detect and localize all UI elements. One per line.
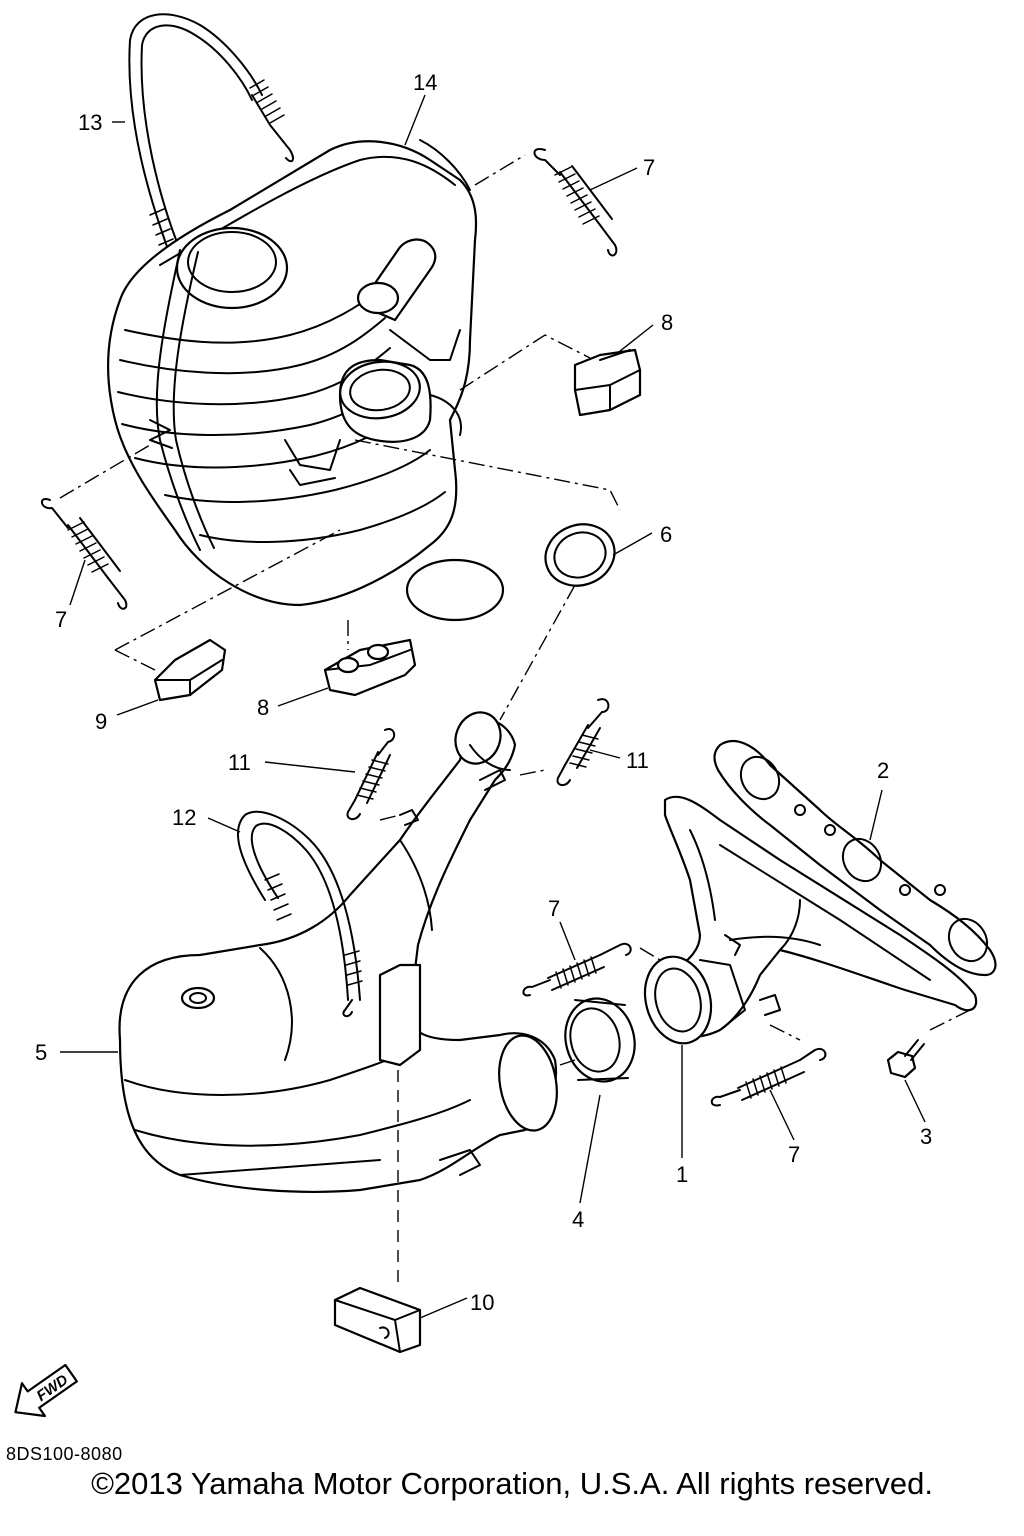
part-7-spring-lower-middle	[522, 942, 632, 997]
part-3-bolt	[886, 1039, 925, 1079]
part-13-strap	[128, 13, 294, 256]
leader-lines	[60, 94, 926, 1319]
assembly-lines	[59, 154, 971, 1290]
callout-4: 4	[572, 1207, 584, 1232]
part-11-spring-left	[346, 728, 419, 826]
callout-11-right: 11	[626, 748, 649, 773]
part-8-pad-right	[573, 348, 642, 417]
copyright-notice: ©2013 Yamaha Motor Corporation, U.S.A. A…	[91, 1466, 933, 1501]
callout-13: 13	[78, 110, 102, 135]
callout-7-lower-middle: 7	[548, 896, 560, 921]
callout-11-left: 11	[228, 750, 251, 775]
callout-5: 5	[35, 1040, 47, 1065]
document-code: 8DS100-8080	[6, 1444, 123, 1464]
callout-8-right: 8	[661, 310, 673, 335]
callout-7-lower-right: 7	[788, 1142, 800, 1167]
callout-numbers: 13 14 7 8 6 7 9 8 11 11 12 2 7 5 4 1 7 3…	[35, 70, 932, 1315]
muffler-inlet	[338, 238, 462, 443]
fwd-arrow-icon: FWD	[14, 1363, 78, 1418]
part-6-gasket	[544, 523, 616, 587]
part-14-muffler	[106, 139, 505, 622]
part-1-exhaust-manifold	[643, 795, 978, 1045]
callout-10: 10	[470, 1290, 494, 1315]
callout-7-upper: 7	[643, 155, 655, 180]
callout-8-middle: 8	[257, 695, 269, 720]
callout-2: 2	[877, 758, 889, 783]
part-2-manifold-gasket	[713, 740, 997, 977]
part-12-strap	[237, 810, 363, 1018]
part-8-pad-middle	[323, 638, 417, 697]
callout-6: 6	[660, 522, 672, 547]
callout-12: 12	[172, 805, 196, 830]
callout-14: 14	[413, 70, 437, 95]
part-7-spring-lower-right	[710, 1047, 827, 1107]
part-7-spring-left	[41, 498, 128, 610]
callout-9: 9	[95, 709, 107, 734]
part-7-spring-upper	[533, 148, 618, 257]
part-9-pad	[153, 638, 227, 702]
callout-7-left: 7	[55, 607, 67, 632]
part-10-pad	[333, 1286, 422, 1354]
part-11-spring-right	[556, 698, 610, 786]
part-4-sleeve	[564, 997, 636, 1083]
callout-3: 3	[920, 1124, 932, 1149]
callout-1: 1	[676, 1162, 688, 1187]
part-5-expansion-chamber	[118, 711, 558, 1193]
